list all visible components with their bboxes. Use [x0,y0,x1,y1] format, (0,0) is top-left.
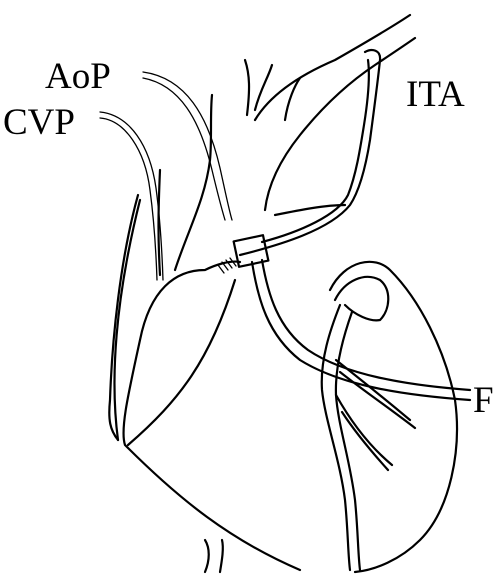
aop-label: AoP [45,58,111,95]
septum-line [128,280,235,445]
coronary-branch-2 [336,360,415,428]
arch-upper [255,15,410,120]
arch-lower [265,38,415,210]
heart-outline [109,195,300,570]
heart-base [205,540,223,572]
coronary-branch-1 [336,395,392,470]
vessel-branch-3 [285,78,300,120]
cvp-label: CVP [3,104,75,141]
cvp-catheter-2 [100,112,163,280]
probe-cable-2 [262,260,470,390]
aorta-outline [175,95,212,270]
anastomosis-marks [218,258,236,273]
vessel-branch-1 [245,60,249,115]
atrial-appendage [335,277,388,320]
ita-label: ITA [406,76,465,113]
f-label: F [473,382,494,419]
coronary-artery-1 [322,305,350,570]
vessel-branch-2 [255,65,272,110]
